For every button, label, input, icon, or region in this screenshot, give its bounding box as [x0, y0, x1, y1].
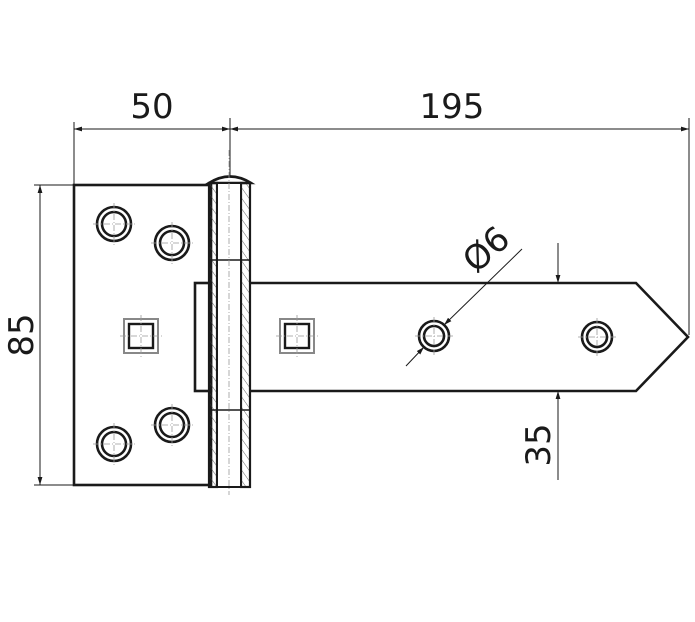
screw-holes: [93, 203, 616, 465]
dimension-195: 195: [230, 87, 689, 132]
square-holes: [120, 315, 318, 357]
dimension-85: 85: [2, 185, 43, 485]
hinge-strap: [250, 281, 690, 393]
dimension-label-85: 85: [2, 313, 42, 356]
dimension-label-195: 195: [420, 87, 485, 127]
dimension-label-35: 35: [519, 423, 559, 466]
dimension-label-diameter: Ø6: [455, 219, 518, 281]
screw-hole: [578, 318, 616, 356]
screw-hole: [415, 317, 453, 355]
dimension-35: 35: [519, 243, 561, 480]
square-hole: [276, 315, 318, 357]
screw-hole: [93, 203, 135, 245]
square-hole: [120, 315, 162, 357]
screw-hole: [151, 404, 193, 446]
dimension-label-50: 50: [130, 87, 173, 127]
dimension-50: 50: [74, 87, 230, 132]
hinge-knuckle: [204, 150, 256, 495]
screw-hole: [151, 222, 193, 264]
screw-hole: [93, 423, 135, 465]
